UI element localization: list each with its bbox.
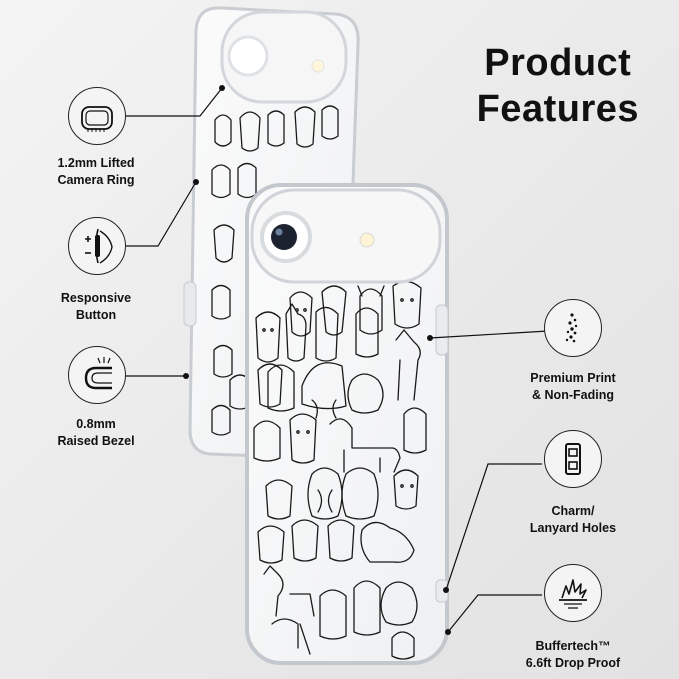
lanyard-badge bbox=[544, 430, 602, 488]
print-badge bbox=[544, 299, 602, 357]
drop-badge bbox=[544, 564, 602, 622]
heading-line-1: Product bbox=[484, 42, 632, 84]
shock-burst-icon bbox=[559, 579, 587, 609]
lanyard-label: Charm/ Lanyard Holes bbox=[529, 504, 617, 535]
button-icon bbox=[85, 228, 113, 264]
bezel-label: 0.8mm Raised Bezel bbox=[57, 417, 135, 448]
print-dots-icon bbox=[565, 313, 578, 343]
product-features-heading: Product Features bbox=[477, 40, 639, 132]
print-label: Premium Print & Non-Fading bbox=[530, 371, 616, 402]
button-label: Responsive Button bbox=[60, 291, 132, 322]
drop-label: Buffertech™ 6.6ft Drop Proof bbox=[525, 639, 621, 670]
bezel-icon bbox=[84, 357, 112, 390]
camera-ring-label: 1.2mm Lifted Camera Ring bbox=[57, 156, 135, 187]
heading-line-2: Features bbox=[476, 88, 639, 130]
lanyard-hole-icon bbox=[565, 443, 581, 475]
camera-ring-badge bbox=[68, 87, 126, 145]
button-badge bbox=[68, 217, 126, 275]
bezel-badge bbox=[68, 346, 126, 404]
camera-ring-icon bbox=[81, 106, 113, 132]
